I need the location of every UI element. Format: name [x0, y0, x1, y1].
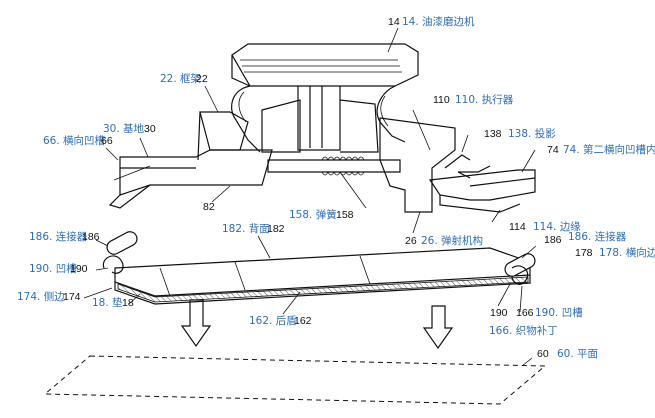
- label-186-left: 186. 连接器: [29, 230, 88, 243]
- labels: 14 14. 油漆磨边机 22. 框架 22 30. 基地 30 66. 横向凹…: [17, 15, 655, 360]
- label-190-right-num: 190: [490, 307, 508, 319]
- label-174: 174. 侧边: [17, 290, 65, 303]
- plane-outline: [43, 355, 547, 405]
- label-60: 60. 平面: [557, 348, 598, 360]
- label-138-num: 138: [484, 128, 502, 140]
- label-162-num: 162: [294, 315, 312, 327]
- label-190-left-num: 190: [70, 263, 88, 275]
- label-110: 110. 执行器: [455, 93, 514, 106]
- label-138: 138. 投影: [508, 127, 556, 140]
- label-22-num: 22: [196, 73, 208, 85]
- label-166-num: 166: [516, 307, 534, 319]
- down-arrow-left-icon: [180, 299, 212, 348]
- pad-assembly: [102, 231, 536, 305]
- label-158: 158. 弹簧: [289, 208, 337, 221]
- label-158-num: 158: [336, 209, 354, 221]
- label-74: 74. 第二横向凹槽内: [563, 143, 655, 156]
- label-186-right-num: 186: [544, 234, 562, 246]
- label-30-num: 30: [144, 123, 156, 135]
- label-186-left-num: 186: [82, 231, 100, 243]
- label-66-num: 66: [101, 135, 113, 147]
- label-166: 166. 织物补丁: [489, 324, 558, 337]
- label-60-num: 60: [537, 348, 549, 360]
- label-178-num: 178: [575, 247, 593, 259]
- label-26-num: 26: [405, 235, 417, 247]
- label-182: 182. 背面: [222, 222, 270, 235]
- label-14: 14. 油漆磨边机: [402, 15, 475, 28]
- label-114-num: 114: [509, 221, 526, 233]
- down-arrow-right-icon: [422, 305, 454, 350]
- label-74-num: 74: [547, 144, 559, 156]
- label-190-left: 190. 凹槽: [29, 263, 77, 275]
- label-26: 26. 弹射机构: [421, 234, 483, 247]
- edger-assembly: [108, 43, 536, 213]
- label-82-num: 82: [203, 201, 215, 213]
- label-18-num: 18: [122, 297, 134, 309]
- label-14-num: 14: [388, 16, 400, 28]
- label-66: 66. 横向凹槽: [43, 134, 106, 147]
- label-22: 22. 框架: [160, 72, 202, 85]
- label-162: 162. 后盾: [249, 315, 297, 327]
- label-110-num: 110: [433, 94, 450, 106]
- label-178: 178. 横向边缘: [599, 246, 655, 259]
- label-30: 30. 基地: [103, 122, 145, 135]
- label-190-right: 190. 凹槽: [535, 307, 583, 319]
- label-114: 114. 边缘: [533, 220, 581, 233]
- label-174-num: 174: [63, 291, 81, 303]
- leader-lines: [83, 27, 537, 367]
- label-18: 18. 垫: [92, 296, 123, 309]
- label-186-right: 186. 连接器: [568, 230, 627, 243]
- label-182-num: 182: [267, 223, 285, 235]
